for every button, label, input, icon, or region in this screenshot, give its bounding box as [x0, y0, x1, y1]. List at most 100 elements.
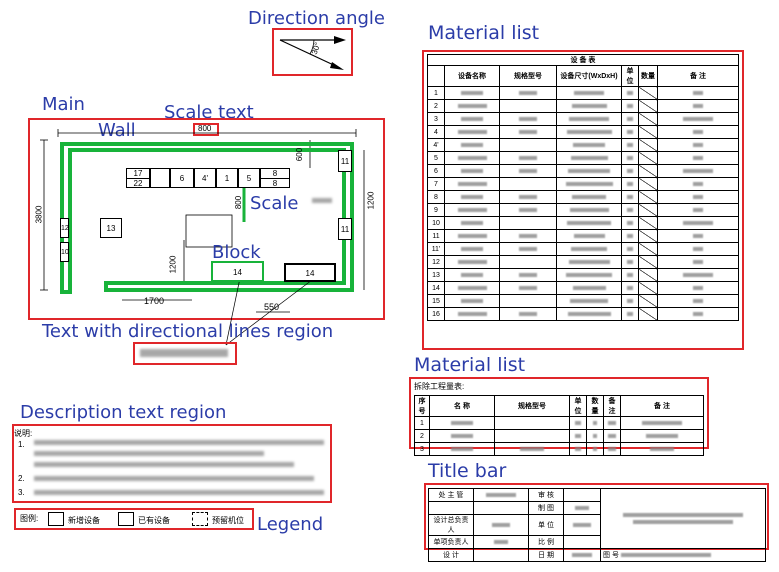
description-label: Description text region [20, 402, 227, 423]
col-head: 单位 [621, 65, 639, 87]
material-table-title: 设 备 表 [427, 54, 739, 66]
legend-reserved: 预留机位 [212, 516, 244, 525]
description-box [12, 424, 332, 503]
material-row: 6 [427, 164, 739, 178]
scale-text-label: Scale text [164, 102, 254, 123]
material-row-number: 11 [427, 229, 445, 243]
material-row: 11 [427, 229, 739, 243]
removal-row: 1 [414, 416, 704, 430]
tb-label: 制 图 [528, 501, 564, 515]
tb-label: 审 核 [528, 488, 564, 502]
material-row-number: 12 [427, 255, 445, 269]
blur-note [312, 198, 332, 203]
col-head: 备 注 [620, 395, 704, 417]
block-empty [150, 168, 170, 188]
material-row: 5 [427, 151, 739, 165]
removal-row-number: 1 [414, 416, 430, 430]
material-table-header: 设备名称 规格型号 设备尺寸(WxDxH) 单位 数量 备 注 [427, 65, 739, 87]
removal-row-number: 3 [414, 442, 430, 456]
dim-center-vert: 1200 [168, 255, 178, 274]
material-row: 13 [427, 268, 739, 282]
material-row-number: 16 [427, 307, 445, 321]
direction-angle-box: 30° [272, 28, 353, 76]
block-4p: 4' [194, 168, 216, 188]
desc-line [34, 451, 264, 456]
material-row-number: 15 [427, 294, 445, 308]
tb-label: 比 例 [528, 535, 564, 549]
material-row: 8 [427, 190, 739, 204]
material-row-number: 10 [427, 216, 445, 230]
material-row: 9 [427, 203, 739, 217]
material-row-number: 4' [427, 138, 445, 152]
block-11-top: 11 [338, 150, 352, 172]
block-6: 6 [170, 168, 194, 188]
material-row: 3 [427, 112, 739, 126]
legend-label: Legend [257, 514, 324, 535]
material-row-number: 13 [427, 268, 445, 282]
legend-existing: 已有设备 [138, 516, 170, 525]
block-8b: 8 [272, 179, 278, 188]
block-label: Block [212, 242, 261, 263]
tb-label: 设 计 [428, 548, 474, 562]
dim-top-right: 600 [295, 147, 305, 162]
title-block-table: 处 主 管 审 核 制 图 设计总负责人 单 位 单项负责人 比 例 设 计 日… [428, 488, 766, 562]
material-row-number: 11' [427, 242, 445, 256]
col-head [427, 65, 445, 87]
material-row: 4' [427, 138, 739, 152]
material-row: 2 [427, 99, 739, 113]
dim-left: 3800 [34, 205, 44, 224]
legend-title: 图例: [20, 514, 39, 523]
removal-table-title: 拆除工程量表: [414, 382, 465, 391]
compass-icon [279, 36, 346, 70]
material-row: 14 [427, 281, 739, 295]
main-label: Main [42, 94, 85, 115]
material-row: 10 [427, 216, 739, 230]
text-directional-label: Text with directional lines region [42, 321, 334, 342]
block-13: 13 [100, 218, 122, 238]
existing-equipment-swatch [118, 512, 134, 526]
material-row-number: 5 [427, 151, 445, 165]
block-10: 10 [60, 242, 69, 262]
tb-drawing-no: 图 号 [603, 552, 619, 559]
tb-label: 设计总负责人 [428, 514, 474, 536]
material-row: 7 [427, 177, 739, 191]
title-bar-label: Title bar [428, 460, 507, 482]
removal-table-header: 序号 名 称 规格型号 单位 数量 备注 备 注 [414, 395, 704, 417]
block-8a: 8 [261, 169, 289, 179]
legend-box [14, 508, 254, 530]
material-list-bottom-label: Material list [414, 354, 526, 376]
scale-label: Scale [250, 193, 299, 214]
block-22: 22 [133, 179, 143, 188]
direction-angle-label: Direction angle [248, 8, 385, 29]
dim-bottom-right: 550 [264, 302, 280, 312]
col-head: 名 称 [429, 395, 495, 417]
material-row-number: 9 [427, 203, 445, 217]
material-row-number: 14 [427, 281, 445, 295]
block-17: 17 [127, 169, 149, 179]
block-14-black: 14 [284, 263, 336, 282]
material-row-number: 6 [427, 164, 445, 178]
block-8-8: 8 8 [260, 168, 290, 188]
desc-line [34, 440, 324, 445]
material-list-top-box [422, 50, 744, 350]
main-plan-box [28, 118, 385, 320]
block-1: 1 [216, 168, 238, 188]
removal-row: 3 [414, 442, 704, 456]
material-row-number: 4 [427, 125, 445, 139]
scale-text-value: 800 [198, 124, 212, 133]
material-row: 16 [427, 307, 739, 321]
col-head: 设备名称 [444, 65, 500, 87]
new-equipment-swatch [48, 512, 64, 526]
description-item-1: 1. [18, 440, 25, 449]
tb-label: 单 位 [528, 514, 564, 536]
col-head: 备 注 [657, 65, 739, 87]
removal-row-number: 2 [414, 429, 430, 443]
description-item-3: 3. [18, 488, 25, 497]
dim-scale-vert: 800 [234, 195, 244, 210]
desc-line [34, 476, 314, 481]
col-head: 单位 [569, 395, 587, 417]
removal-row: 2 [414, 429, 704, 443]
col-head: 规格型号 [494, 395, 570, 417]
